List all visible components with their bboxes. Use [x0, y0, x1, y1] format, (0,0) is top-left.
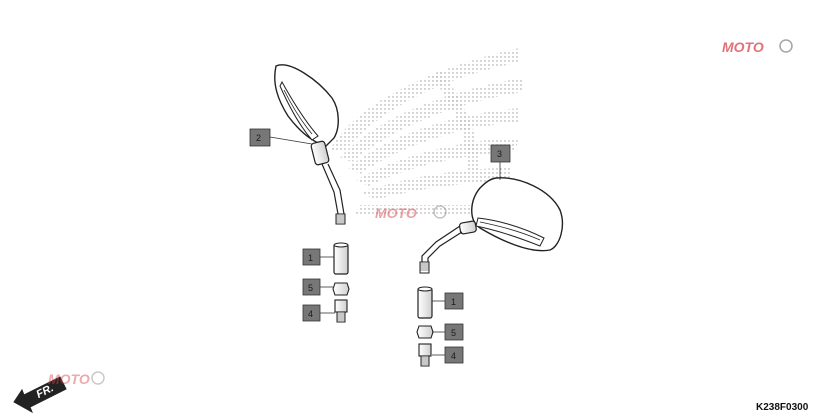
callout-left-bolt[interactable]: 4: [302, 304, 321, 322]
front-direction-arrow: FR.: [13, 376, 67, 414]
left-bolt[interactable]: [334, 299, 348, 323]
callout-label: 5: [308, 283, 313, 293]
right-adapter[interactable]: [417, 286, 433, 319]
diagram-code: K238F0300: [756, 402, 809, 413]
leader-lines: [269, 136, 501, 356]
left-adapter[interactable]: [333, 242, 349, 275]
watermark-bottom-left: MOTO: [48, 371, 105, 387]
callout-right-bolt[interactable]: 4: [444, 346, 464, 364]
watermark-top-right: MOTO: [722, 39, 793, 55]
right-nut[interactable]: [416, 325, 434, 339]
callout-label: 2: [256, 133, 261, 143]
callout-label: 1: [308, 253, 313, 263]
right-mirror[interactable]: [419, 177, 564, 274]
callout-label: 4: [308, 309, 313, 319]
watermark-text: MOTO: [48, 371, 90, 387]
watermark-text: MOTO: [722, 39, 764, 55]
callout-right-adapter[interactable]: 1: [444, 292, 464, 310]
callout-right-nut[interactable]: 5: [444, 323, 464, 341]
callout-label: 1: [451, 297, 456, 307]
callout-label: 5: [451, 328, 456, 338]
wing-logo-watermark: [330, 48, 525, 215]
callout-left-mirror[interactable]: 2: [249, 128, 271, 147]
callout-label: 4: [451, 351, 456, 361]
watermark-center: MOTO: [375, 205, 447, 221]
left-nut[interactable]: [332, 282, 350, 296]
right-bolt[interactable]: [418, 343, 432, 367]
callout-left-adapter[interactable]: 1: [302, 248, 321, 266]
callout-label: 3: [497, 149, 502, 159]
watermark-text: MOTO: [375, 205, 417, 221]
callout-right-mirror[interactable]: 3: [490, 144, 511, 163]
callout-left-nut[interactable]: 5: [302, 278, 321, 296]
left-mirror[interactable]: [274, 64, 346, 225]
